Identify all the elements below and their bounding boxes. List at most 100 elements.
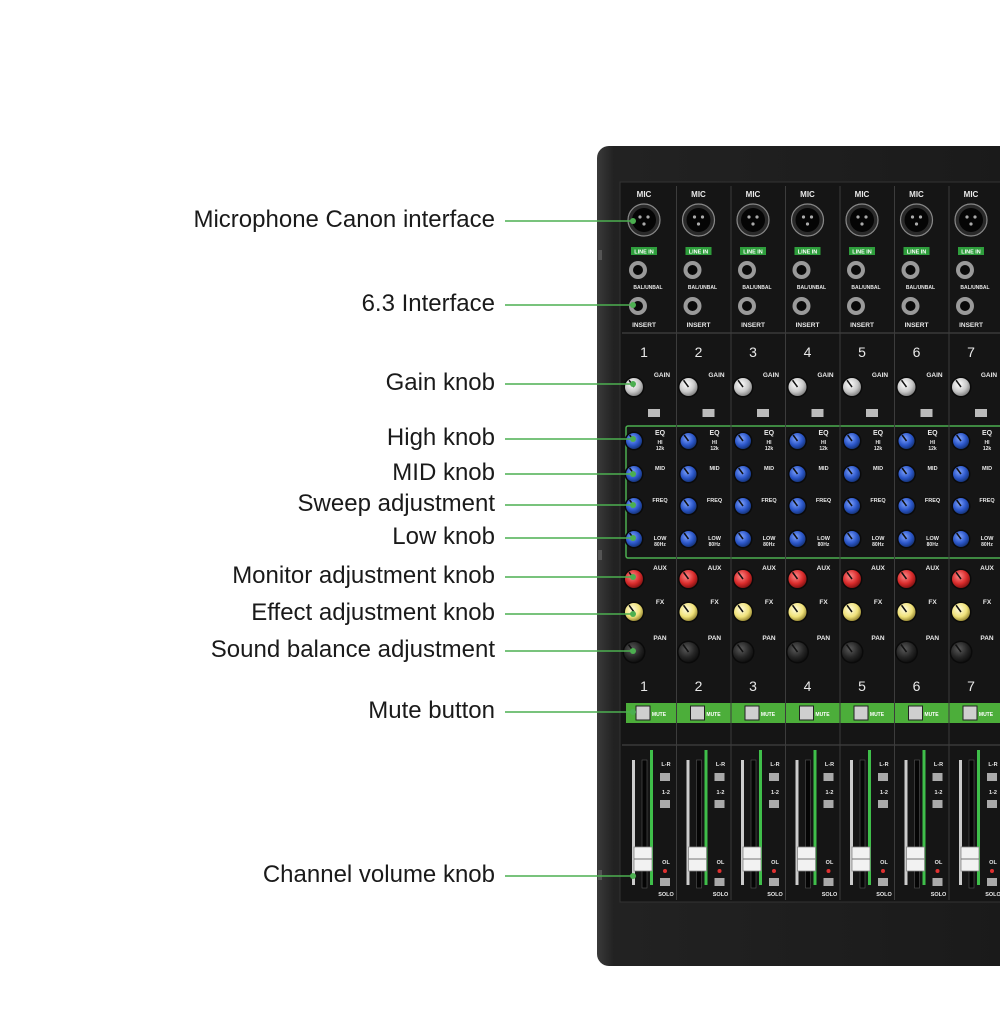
fader-slot bbox=[696, 759, 702, 889]
xlr-pin bbox=[809, 215, 814, 219]
callout-label: Mute button bbox=[368, 697, 495, 724]
solo-button bbox=[714, 878, 725, 886]
callout-label: Microphone Canon interface bbox=[193, 206, 495, 233]
sub-label: 1-2 bbox=[771, 790, 779, 796]
solo-button bbox=[878, 878, 888, 886]
knob-pointer bbox=[901, 532, 908, 540]
insert-jack-socket bbox=[742, 301, 752, 311]
pan-label: PAN bbox=[817, 635, 831, 642]
mute-button bbox=[853, 705, 869, 721]
mid-knob bbox=[897, 464, 916, 484]
low-freq-label: 80Hz bbox=[818, 542, 830, 548]
knob-pointer bbox=[791, 604, 799, 613]
xlr-jack-socket bbox=[686, 208, 711, 232]
xlr-pin bbox=[805, 222, 810, 226]
gain-knob bbox=[950, 376, 972, 398]
fader-scale bbox=[850, 760, 853, 885]
knob-pointer bbox=[791, 571, 799, 580]
mic-label: MIC bbox=[909, 190, 924, 199]
xlr-pin bbox=[965, 215, 969, 219]
knob-pointer bbox=[737, 434, 744, 442]
mute-label: MUTE bbox=[761, 712, 776, 718]
callout-dot bbox=[630, 873, 636, 879]
mute-button bbox=[744, 705, 760, 721]
callout-dot bbox=[630, 381, 636, 387]
callout-label: Sound balance adjustment bbox=[210, 636, 495, 663]
solo-label: SOLO bbox=[658, 892, 674, 898]
sub-button bbox=[714, 800, 725, 808]
freq-label: FREQ bbox=[761, 498, 777, 504]
knob-pointer bbox=[900, 644, 908, 653]
pan-label: PAN bbox=[653, 635, 667, 642]
high-knob bbox=[788, 431, 807, 451]
lr-button bbox=[660, 773, 670, 781]
sub-label: 1-2 bbox=[826, 790, 834, 796]
knob-pointer bbox=[737, 467, 744, 475]
line-in-badge bbox=[685, 247, 712, 255]
line-in-label: LINE IN bbox=[743, 250, 763, 256]
xlr-pin bbox=[755, 215, 759, 219]
knob-pointer bbox=[682, 604, 690, 613]
mute-button bbox=[690, 705, 705, 721]
xlr-pin bbox=[638, 215, 642, 219]
fader-scale bbox=[686, 760, 690, 885]
line-in-badge bbox=[740, 247, 766, 255]
freq-label: FREQ bbox=[870, 498, 886, 504]
aux-knob bbox=[950, 568, 972, 590]
channel-number-bottom: 5 bbox=[858, 678, 866, 694]
knob-pointer bbox=[900, 571, 908, 580]
solo-button bbox=[932, 878, 943, 886]
ol-label: OL bbox=[935, 860, 943, 866]
fader-green-rail bbox=[868, 750, 871, 885]
xlr-pin bbox=[973, 215, 977, 219]
hi-label: HI bbox=[767, 440, 773, 446]
line-in-badge bbox=[903, 247, 930, 255]
knob-pointer bbox=[682, 644, 690, 653]
channel-number-top: 1 bbox=[640, 344, 648, 360]
insert-jack-socket bbox=[905, 301, 916, 311]
freq-label: FREQ bbox=[707, 498, 723, 504]
mute-label: MUTE bbox=[652, 712, 667, 718]
pan-label: PAN bbox=[871, 635, 885, 642]
callout-label: 6.3 Interface bbox=[361, 290, 495, 317]
knob-pointer bbox=[955, 467, 962, 475]
ol-led bbox=[717, 869, 722, 873]
callout-dot bbox=[630, 436, 636, 442]
low-knob bbox=[788, 529, 807, 549]
mid-label: MID bbox=[655, 466, 665, 472]
ol-led bbox=[935, 869, 940, 873]
ol-led bbox=[663, 869, 667, 873]
jack-6-3-socket bbox=[960, 265, 970, 275]
knob-pointer bbox=[955, 379, 962, 388]
lr-label: L-R bbox=[879, 762, 888, 768]
fader-slot bbox=[641, 759, 648, 889]
lr-label: L-R bbox=[825, 762, 834, 768]
low-knob bbox=[951, 529, 971, 549]
callout-dot bbox=[630, 502, 636, 508]
eq-label: EQ bbox=[764, 430, 775, 437]
knob-pointer bbox=[955, 571, 962, 580]
xlr-pin bbox=[751, 222, 755, 226]
knob-pointer bbox=[955, 532, 962, 540]
fader-green-rail bbox=[977, 750, 980, 885]
fx-knob bbox=[896, 601, 917, 623]
callout-dot bbox=[630, 648, 636, 654]
sweep-knob bbox=[788, 496, 807, 516]
insert-jack-socket bbox=[687, 301, 698, 311]
low-label: LOW bbox=[817, 536, 831, 542]
aux-knob bbox=[896, 568, 917, 590]
bal-unbal-label: BAL/UNBAL bbox=[960, 285, 989, 291]
line-in-badge bbox=[849, 247, 875, 255]
knob-pointer bbox=[846, 379, 853, 388]
solo-label: SOLO bbox=[713, 892, 729, 898]
solo-label: SOLO bbox=[876, 892, 892, 898]
fx-knob bbox=[787, 601, 808, 623]
mic-label: MIC bbox=[637, 190, 652, 199]
ol-led bbox=[881, 869, 885, 873]
fader-green-rail bbox=[813, 750, 817, 885]
knob-pointer bbox=[846, 467, 853, 475]
callout-label: Monitor adjustment knob bbox=[232, 562, 495, 589]
xlr-pin bbox=[692, 215, 697, 219]
